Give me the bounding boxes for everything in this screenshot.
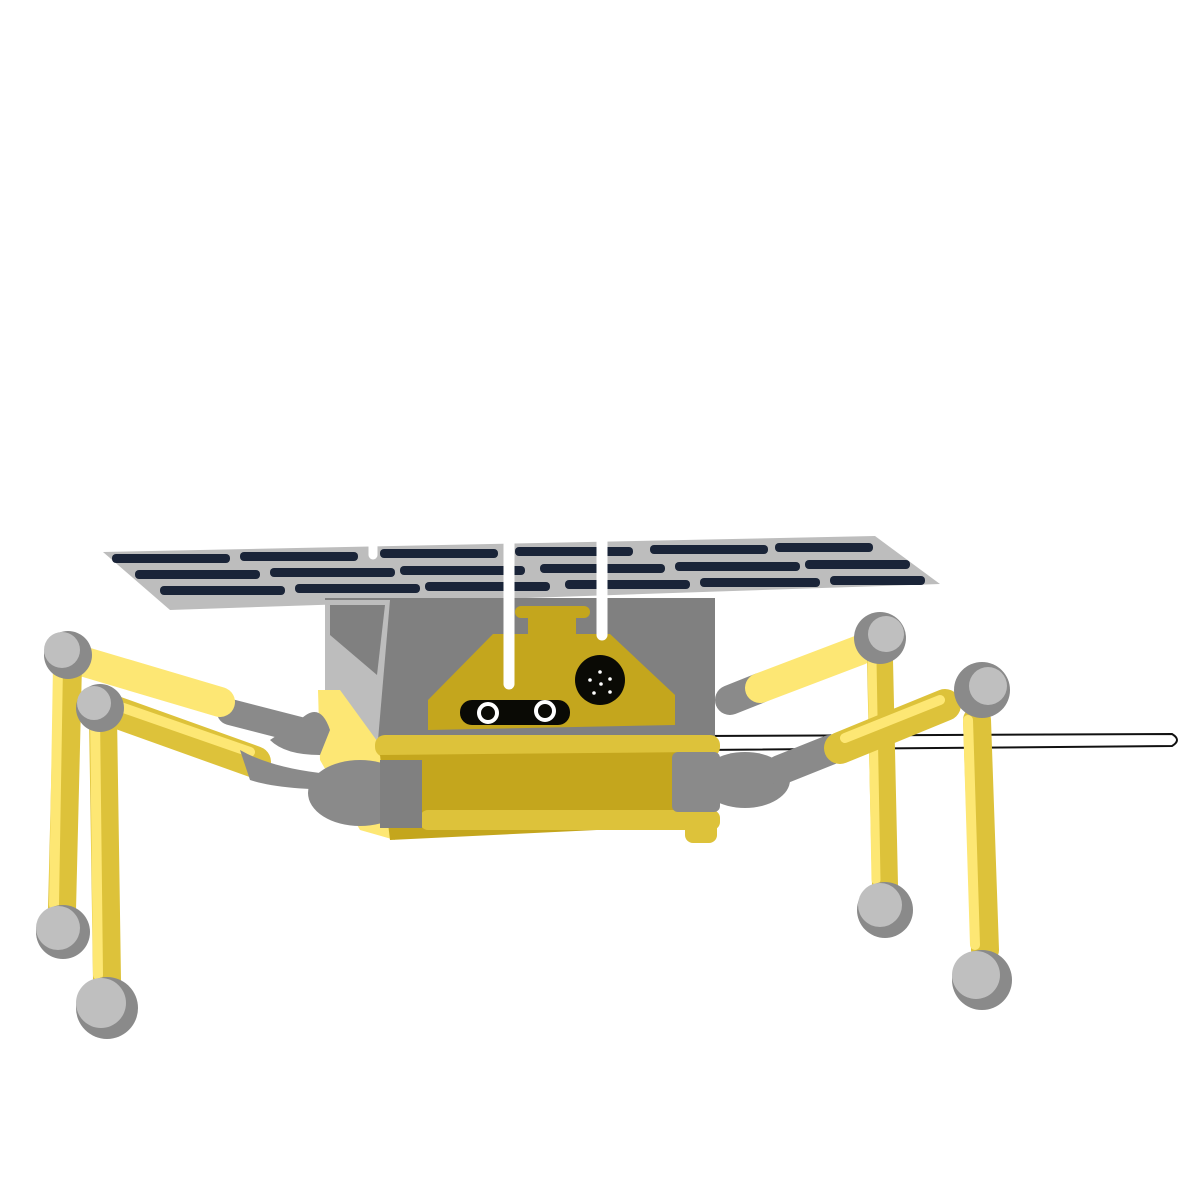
- lower-body: [318, 690, 720, 843]
- solar-panel: [103, 536, 940, 610]
- antenna-rod: [699, 732, 1178, 751]
- face-plate: [368, 534, 675, 730]
- leg-left-back: [36, 631, 313, 959]
- leg-right-back: [715, 612, 913, 938]
- leg-left-front: [76, 684, 422, 1039]
- speaker-icon: [575, 655, 625, 705]
- leg-right-front: [672, 662, 1012, 1010]
- eyes-visor: [460, 700, 570, 725]
